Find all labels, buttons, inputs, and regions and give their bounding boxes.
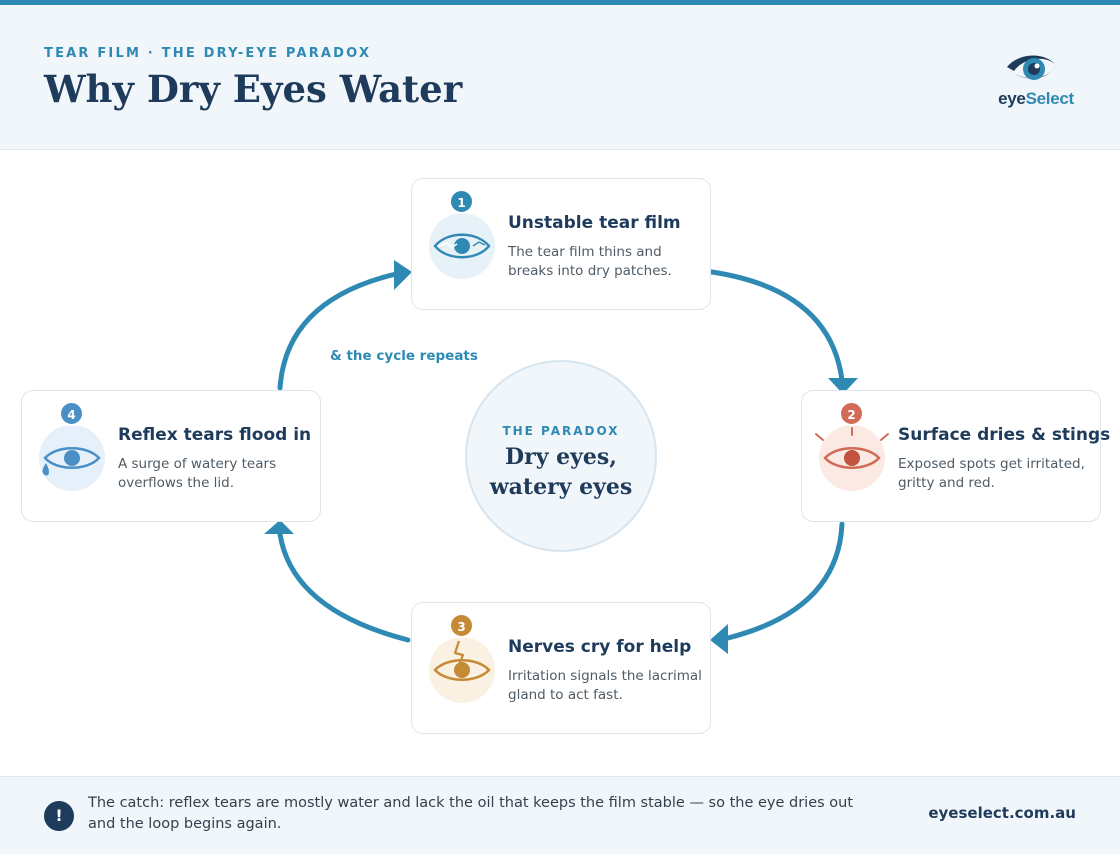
step-1-title: Unstable tear film — [508, 213, 681, 233]
step-2-description: Exposed spots get irritated, gritty and … — [898, 456, 1085, 491]
eye-nerve-signal-icon — [433, 640, 491, 681]
page-title: Why Dry Eyes Water — [44, 67, 463, 111]
footer-url-link[interactable]: eyeselect.com.au — [928, 804, 1076, 822]
step-card-1[interactable]: 1 Unstable tear film The tear film thins… — [411, 178, 711, 310]
arrowhead-4 — [264, 520, 294, 534]
logo-word-eye: eye — [998, 89, 1026, 108]
step-2-badge: 2 — [839, 401, 864, 426]
step-card-2[interactable]: 2 Surface dries & stings Exposed spots g… — [801, 390, 1110, 522]
arrowhead-2 — [828, 378, 858, 394]
step-3-icon-circle — [429, 637, 495, 703]
footer-note: The catch: reflex tears are mostly water… — [88, 795, 854, 832]
eye-cracked-icon — [433, 233, 491, 259]
eye-irritated-icon — [823, 447, 881, 469]
step-4-title: Reflex tears flood in — [118, 425, 312, 445]
step-2-title: Surface dries & stings — [898, 425, 1111, 445]
irritation-rays-icon — [815, 427, 889, 441]
exclamation-icon: ! — [44, 801, 74, 831]
step-4-badge: 4 — [59, 401, 84, 426]
cycle-repeats-label: & the cycle repeats — [330, 348, 478, 364]
arrow-4-to-1 — [277, 271, 399, 391]
brand-logo[interactable]: eyeSelect — [988, 49, 1084, 113]
step-4-icon-circle — [39, 425, 105, 491]
step-card-4[interactable]: 4 Reflex tears flood in A surge of water… — [21, 390, 321, 522]
paradox-text: Dry eyes, watery eyes — [489, 444, 633, 500]
step-4-description: A surge of watery tears overflows the li… — [118, 456, 277, 491]
top-accent-bar — [0, 0, 1120, 5]
header: TEAR FILM · THE DRY-EYE PARADOX Why Dry … — [0, 5, 1120, 150]
arrow-3-to-4 — [277, 531, 411, 643]
step-3-title: Nerves cry for help — [508, 637, 692, 657]
logo-word-select: Select — [1025, 89, 1075, 108]
arrow-1-to-2 — [709, 269, 845, 383]
step-3-description: Irritation signals the lacrimal gland to… — [508, 668, 702, 703]
arrowhead-3 — [710, 624, 728, 654]
eye-tear-icon — [42, 447, 101, 476]
logo-wordmark: eyeSelect — [988, 89, 1084, 109]
step-1-icon-circle — [429, 213, 495, 279]
paradox-label: THE PARADOX — [502, 424, 620, 438]
arrowhead-1 — [394, 260, 412, 290]
step-3-badge: 3 — [449, 613, 474, 638]
paradox-center-circle: THE PARADOX Dry eyes, watery eyes — [465, 360, 657, 552]
step-card-3[interactable]: 3 Nerves cry for help Irritation signals… — [411, 602, 711, 734]
step-1-description: The tear film thins and breaks into dry … — [508, 244, 672, 279]
footer: ! The catch: reflex tears are mostly wat… — [0, 776, 1120, 854]
eye-logo-icon — [1007, 55, 1056, 80]
step-1-badge: 1 — [449, 189, 474, 214]
header-eyebrow: TEAR FILM · THE DRY-EYE PARADOX — [44, 46, 372, 61]
arrow-2-to-3 — [725, 521, 845, 641]
